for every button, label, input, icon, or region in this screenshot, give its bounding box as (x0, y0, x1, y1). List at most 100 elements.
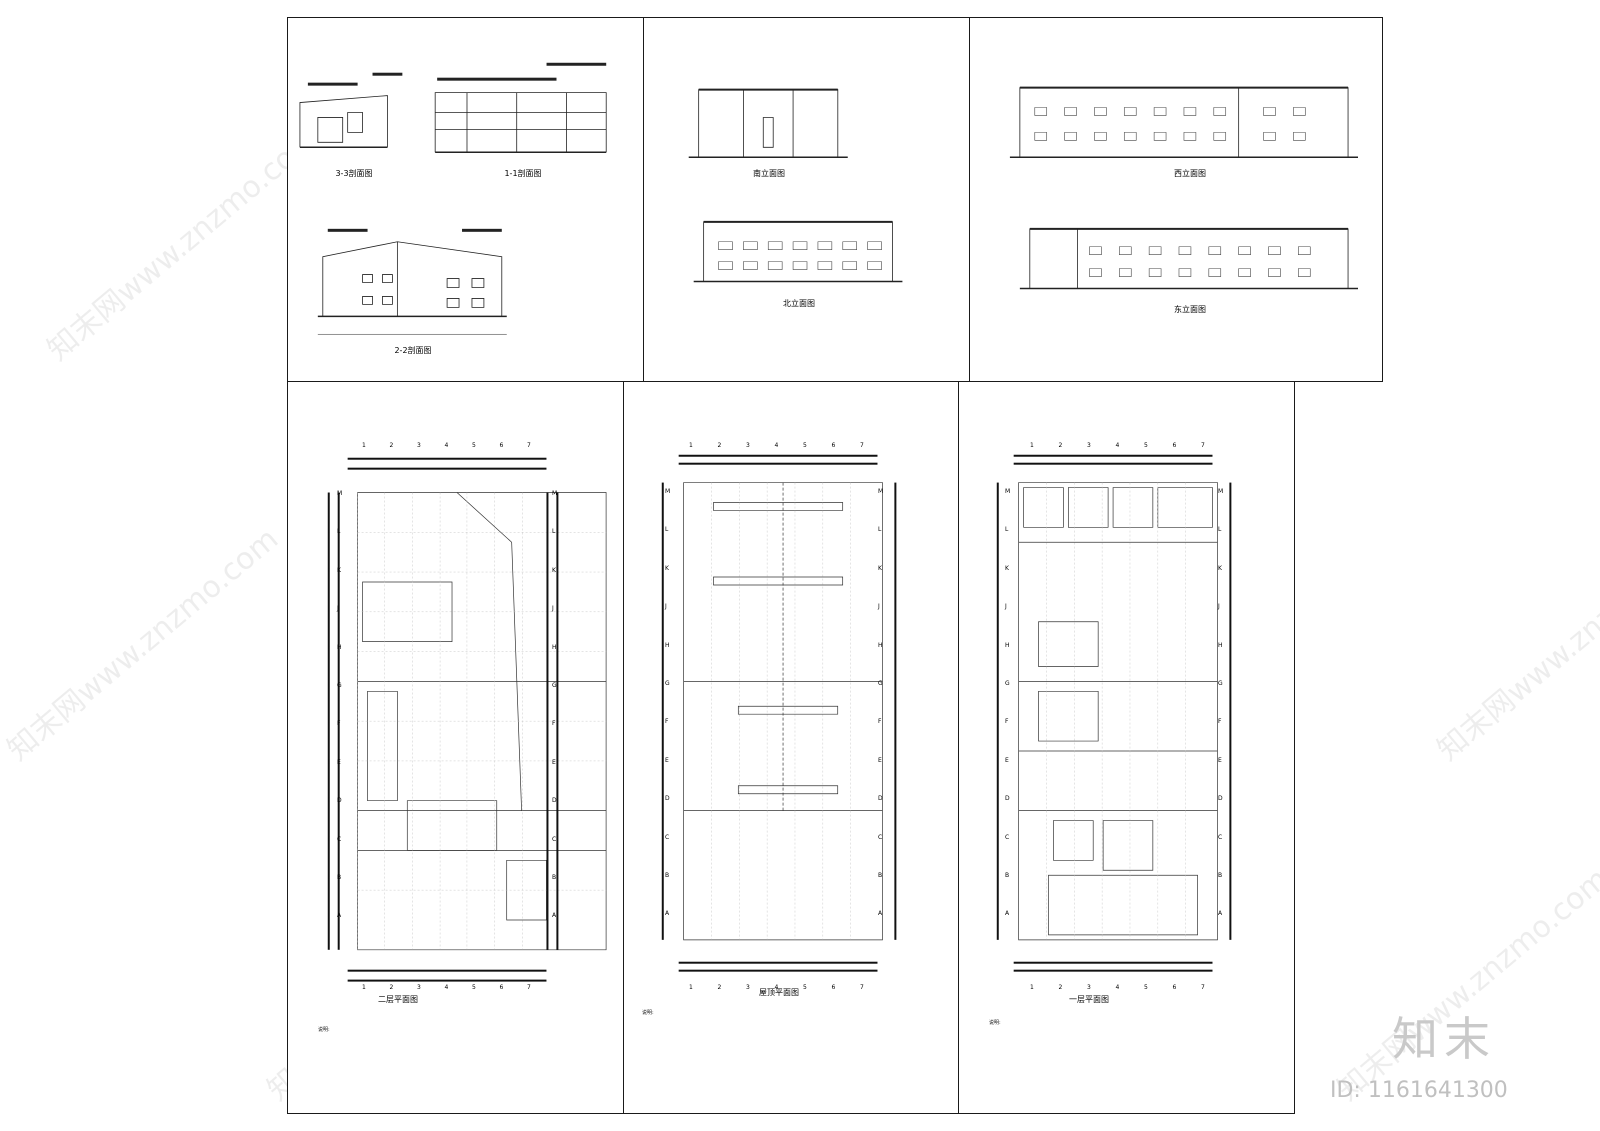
grid-column-label: 7 (860, 442, 864, 449)
grid-column-label: 3 (1087, 984, 1091, 991)
grid-row-label: C (337, 835, 342, 843)
grid-row-label: M (665, 488, 671, 495)
elevations-ns-drawing (644, 18, 969, 381)
grid-column-label: 3 (1087, 442, 1091, 449)
grid-row-label: D (552, 797, 557, 805)
sheet-plan-2f: 二层平面图 说明: (287, 381, 624, 1114)
grid-column-label: 7 (1201, 442, 1205, 449)
image-id-label: ID: 1161641300 (1330, 1078, 1508, 1103)
grid-row-label: F (665, 718, 669, 726)
grid-column-label: 5 (472, 984, 476, 991)
grid-row-label: M (878, 488, 884, 495)
east-elevation-title: 东立面图 (1174, 305, 1206, 314)
grid-row-label: L (552, 528, 556, 536)
grid-column-label: 1 (1030, 984, 1034, 991)
grid-row-label: F (1005, 718, 1009, 726)
sheet-elevations-ew: 西立面图 东立面图 (969, 17, 1383, 382)
grid-row-label: E (337, 758, 341, 766)
watermark-text: 知末网www.znzmo.com (40, 121, 326, 368)
south-elevation-title: 南立面图 (753, 169, 785, 178)
grid-row-label: B (1218, 872, 1223, 879)
grid-column-label: 1 (689, 984, 693, 991)
grid-row-label: C (1005, 833, 1010, 841)
grid-row-label: H (1005, 641, 1010, 649)
grid-column-label: 4 (444, 442, 449, 449)
grid-row-label: A (552, 912, 557, 920)
grid-row-label: H (665, 641, 670, 649)
grid-column-label: 4 (1115, 984, 1120, 991)
grid-column-label: 6 (831, 984, 836, 991)
grid-row-label: L (665, 526, 669, 534)
grid-column-label: 2 (389, 984, 394, 991)
grid-row-label: E (1218, 756, 1222, 764)
plan-1f-title: 一层平面图 (1069, 995, 1109, 1004)
plan-roof-title: 屋顶平面图 (759, 988, 799, 997)
grid-row-label: E (552, 758, 556, 766)
grid-column-label: 2 (717, 442, 722, 449)
grid-column-label: 7 (1201, 984, 1205, 991)
plan-1f-drawing (996, 454, 1232, 972)
grid-row-label: L (337, 528, 341, 536)
grid-row-label: M (552, 490, 558, 497)
grid-row-label: C (878, 833, 883, 841)
grid-row-label: K (1218, 564, 1222, 572)
grid-row-label: K (665, 564, 669, 572)
grid-row-label: B (665, 872, 670, 879)
elevations-ew-drawing (970, 18, 1382, 381)
grid-column-label: 7 (860, 984, 864, 991)
grid-row-label: M (337, 490, 343, 497)
grid-row-label: G (552, 682, 557, 689)
grid-column-label: 6 (1172, 442, 1177, 449)
grid-column-label: 4 (444, 984, 449, 991)
grid-row-label: D (1005, 795, 1010, 803)
grid-row-label: F (1218, 718, 1222, 726)
grid-row-label: D (1218, 795, 1223, 803)
grid-row-label: C (552, 835, 557, 843)
plan-2f-drawing (327, 457, 623, 982)
plan-roof-notes-head: 说明: (642, 1010, 654, 1016)
grid-row-label: D (337, 797, 342, 805)
grid-row-label: J (878, 603, 880, 611)
sheet-plan-1f: 一层平面图 说明: (958, 381, 1295, 1114)
grid-row-label: B (552, 874, 557, 881)
plan-2f-notes-head: 说明: (318, 1027, 330, 1033)
watermark-text: 知末网www.znzmo.com (1430, 521, 1600, 768)
grid-column-label: 5 (1144, 984, 1148, 991)
grid-row-label: K (337, 566, 341, 574)
grid-row-label: H (337, 643, 342, 651)
grid-row-label: G (878, 680, 883, 687)
grid-column-label: 6 (499, 984, 504, 991)
grid-row-label: J (337, 605, 339, 613)
sheet-elevations-ns: 南立面图 北立面图 (643, 17, 970, 382)
plan-2f-title: 二层平面图 (378, 995, 418, 1004)
sheet-sections: 3-3剖面图 1-1剖面图 2-2剖面图 (287, 17, 644, 382)
grid-row-label: A (337, 912, 342, 920)
grid-row-label: D (665, 795, 670, 803)
grid-column-label: 4 (774, 442, 779, 449)
grid-column-label: 1 (362, 984, 366, 991)
grid-column-label: 4 (774, 984, 779, 991)
grid-column-label: 7 (527, 984, 531, 991)
grid-row-label: E (878, 756, 882, 764)
grid-row-label: K (552, 566, 556, 574)
grid-row-label: B (878, 872, 883, 879)
watermark-text: 知末网www.znzmo.com (0, 521, 286, 768)
grid-row-label: D (878, 795, 883, 803)
grid-row-label: K (1005, 564, 1009, 572)
section-1-title: 1-1剖面图 (504, 169, 542, 178)
grid-row-label: H (552, 643, 557, 651)
grid-row-label: L (878, 526, 882, 534)
grid-row-label: A (1005, 910, 1010, 918)
grid-row-label: E (1005, 756, 1009, 764)
grid-column-label: 6 (831, 442, 836, 449)
grid-row-label: J (1218, 603, 1220, 611)
grid-column-label: 6 (1172, 984, 1177, 991)
grid-column-label: 2 (1058, 442, 1063, 449)
grid-column-label: 5 (803, 442, 807, 449)
grid-row-label: F (552, 720, 556, 728)
watermark-text: 知末网www.znzmo.com (1330, 861, 1600, 1108)
grid-row-label: H (1218, 641, 1223, 649)
grid-column-label: 1 (1030, 442, 1034, 449)
grid-column-label: 4 (1115, 442, 1120, 449)
grid-column-label: 3 (417, 984, 421, 991)
